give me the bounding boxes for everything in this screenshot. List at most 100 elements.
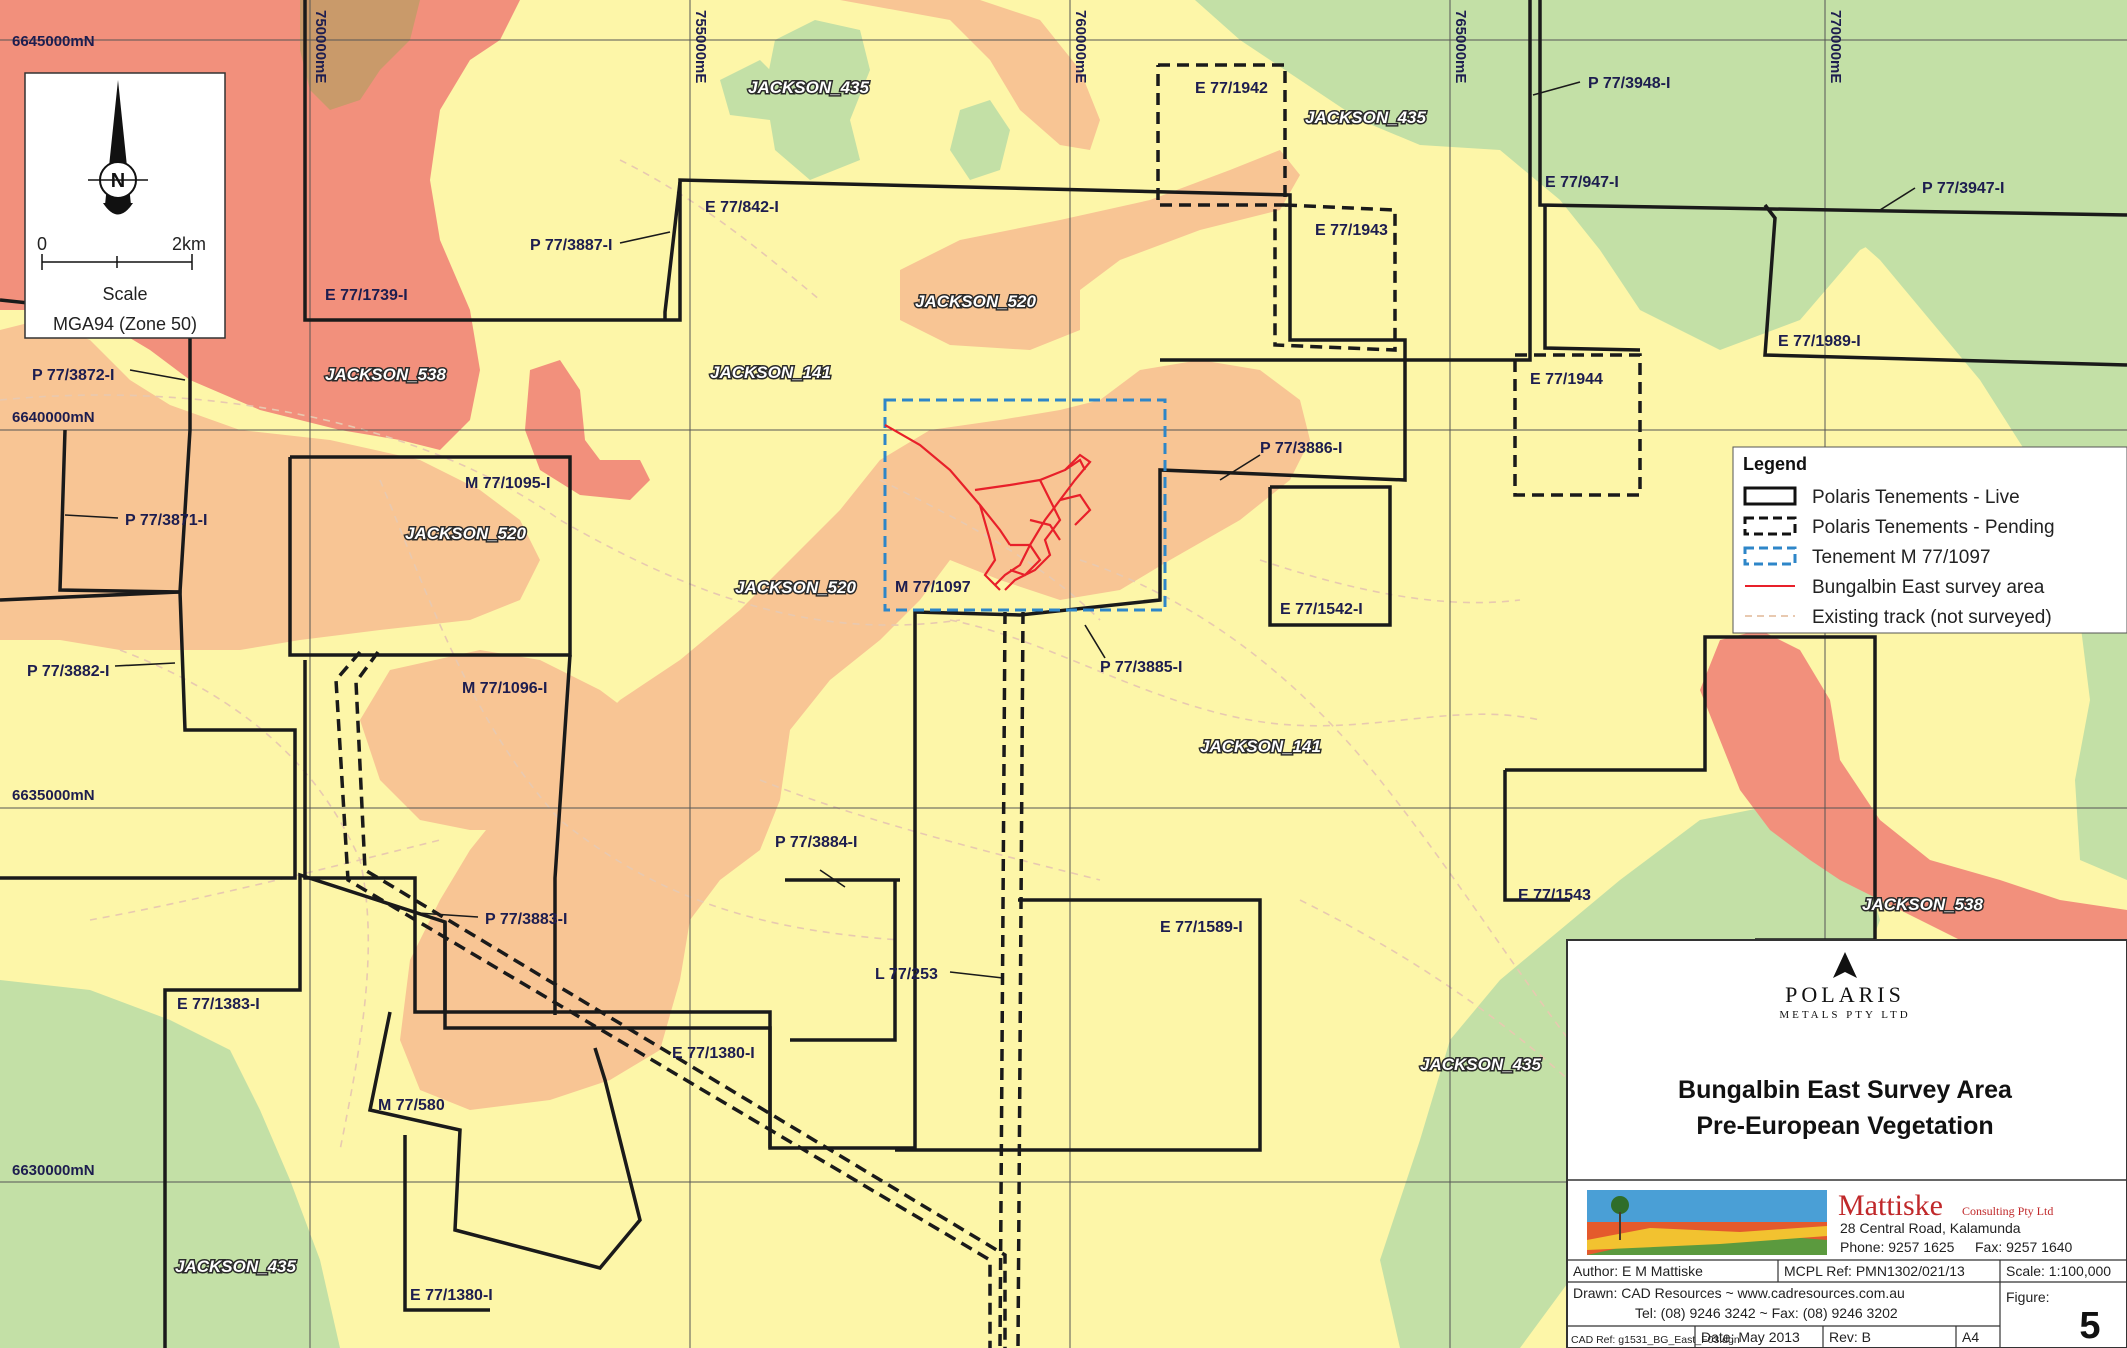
tenement-label: M 77/1096-I [462, 680, 547, 697]
consultant-fax: Fax: 9257 1640 [1975, 1239, 2073, 1255]
tenement-boundary-pending [1273, 203, 1397, 352]
tenement-label: P 77/3871-I [125, 512, 207, 529]
scale-label: Scale [102, 284, 147, 304]
title-block-frame [1566, 939, 2127, 1348]
tenement-boundary [1503, 770, 1570, 902]
vegetation-label: JACKSON_520 [915, 292, 1036, 311]
figure-label: Figure: [2006, 1289, 2050, 1305]
legend-frame [1732, 446, 2127, 634]
tenement-label: E 77/1589-I [1160, 919, 1243, 936]
scale-distance: 2km [172, 234, 206, 254]
company-name: POLARIS [1785, 982, 1905, 1007]
map-title-line1: Bungalbin East Survey Area [1678, 1076, 2013, 1104]
paper-size: A4 [1962, 1329, 1979, 1345]
scale-box: N 0 2km Scale MGA94 (Zone 50) [24, 72, 226, 339]
northing-label: 6635000mN [12, 787, 95, 804]
vegetation-labels: JACKSON_435 JACKSON_435 JACKSON_520 JACK… [174, 77, 1985, 1278]
issue-date: Date: May 2013 [1701, 1329, 1800, 1345]
tenement-label: E 77/1944 [1530, 371, 1603, 388]
north-arrow-letter: N [111, 170, 125, 192]
tenement-label: M 77/1095-I [465, 475, 550, 492]
author: Author: E M Mattiske [1573, 1263, 1703, 1279]
tenement-label: P 77/3947-I [1922, 180, 2004, 197]
tenement-labels: E 77/1942 P 77/3948-I E 77/842-I E 77/94… [27, 75, 2004, 1304]
tenement-boundary-pending [354, 650, 1007, 1348]
vegetation-label: JACKSON_435 [1305, 108, 1426, 127]
mcpl-ref: MCPL Ref: PMN1302/021/13 [1784, 1263, 1965, 1279]
legend-title: Legend [1743, 454, 1807, 474]
tenement-boundary [1543, 205, 1641, 352]
tenement-m-77-1097 [883, 398, 1167, 612]
tenement-boundary [553, 654, 572, 1015]
tenement-label: P 77/3883-I [485, 911, 567, 928]
northing-label: 6645000mN [12, 33, 95, 50]
north-arrow-base [103, 203, 133, 215]
legend-swatch-live [1743, 486, 1797, 506]
easting-labels: 750000mE 755000mE 760000mE 765000mE 7700… [312, 10, 1844, 83]
scale-ratio: Scale: 1:100,000 [2006, 1263, 2111, 1279]
consultant-subname: Consulting Pty Ltd [1962, 1204, 2053, 1218]
tenement-label: E 77/1380-I [672, 1045, 755, 1062]
tenement-boundary [163, 0, 1407, 1348]
legend-item: Polaris Tenements - Pending [1812, 517, 2055, 538]
legend-item: Polaris Tenements - Live [1812, 487, 2020, 508]
tenement-label: E 77/1383-I [177, 996, 260, 1013]
tenement-label: E 77/1943 [1315, 222, 1388, 239]
vegetation-label: JACKSON_141 [1200, 737, 1321, 756]
tenement-label: P 77/3872-I [32, 367, 114, 384]
northing-label: 6640000mN [12, 409, 95, 426]
tenement-label: E 77/1942 [1195, 80, 1268, 97]
tenement-label: E 77/1543 [1518, 887, 1591, 904]
mattiske-logo-icon [1587, 1190, 1827, 1255]
figure-number: 5 [2079, 1305, 2100, 1347]
tenement-boundary [1160, 0, 1532, 362]
tenement-boundary-pending [1016, 611, 1025, 1348]
polaris-logo-icon [1833, 952, 1857, 978]
scale-zero: 0 [37, 234, 47, 254]
tenement-label: E 77/1989-I [1778, 333, 1861, 350]
tenement-label: L 77/253 [875, 966, 938, 983]
vegetation-label: JACKSON_520 [405, 524, 526, 543]
easting-label: 765000mE [1452, 10, 1469, 83]
consultant-phone: Phone: 9257 1625 [1840, 1239, 1955, 1255]
tenement-label: P 77/3886-I [1260, 440, 1342, 457]
vegetation-label: JACKSON_538 [1862, 895, 1983, 914]
easting-label: 770000mE [1827, 10, 1844, 83]
consultant-address: 28 Central Road, Kalamunda [1840, 1220, 2021, 1236]
tenement-label: P 77/3885-I [1100, 659, 1182, 676]
legend-swatch-pending [1743, 516, 1797, 536]
brown-vegetation [300, 0, 420, 110]
northing-labels: 6645000mN 6640000mN 6635000mN 6630000mN [12, 33, 95, 1179]
legend-item: Tenement M 77/1097 [1812, 547, 1991, 568]
tenement-boundary-pending [998, 611, 1007, 1348]
tenement-boundary [790, 880, 897, 1042]
easting-label: 760000mE [1072, 10, 1089, 83]
easting-label: 750000mE [312, 10, 329, 83]
tenement-label: E 77/947-I [1545, 174, 1619, 191]
tenement-boundary [367, 1011, 642, 1270]
legend-item: Existing track (not surveyed) [1812, 607, 2052, 628]
tenement-label: M 77/580 [378, 1097, 445, 1114]
company-subname: METALS PTY LTD [1779, 1009, 1910, 1021]
tenement-boundary [303, 660, 447, 1014]
tenement-label: P 77/3884-I [775, 834, 857, 851]
vegetation-label: JACKSON_141 [710, 363, 831, 382]
tenement-boundary [1538, 0, 2127, 217]
existing-tracks [0, 159, 2021, 1201]
easting-label: 755000mE [692, 10, 709, 83]
tenement-label: P 77/3882-I [27, 663, 109, 680]
vegetation-label: JACKSON_538 [325, 365, 446, 384]
legend-swatch-tenement [1743, 546, 1797, 566]
tenement-label: E 77/1739-I [325, 287, 408, 304]
tenement-boundary-pending [334, 650, 992, 1348]
tenement-label: P 77/3887-I [530, 237, 612, 254]
tenement-boundary [1268, 485, 1392, 627]
tenement-boundary [403, 1135, 490, 1312]
drawn-by: Drawn: CAD Resources ~ www.cadresources.… [1573, 1285, 1905, 1301]
vegetation-label: JACKSON_520 [735, 578, 856, 597]
vegetation-label: JACKSON_435 [748, 78, 869, 97]
vegetation-label: JACKSON_435 [175, 1257, 296, 1276]
orange-vegetation [0, 0, 1310, 1110]
